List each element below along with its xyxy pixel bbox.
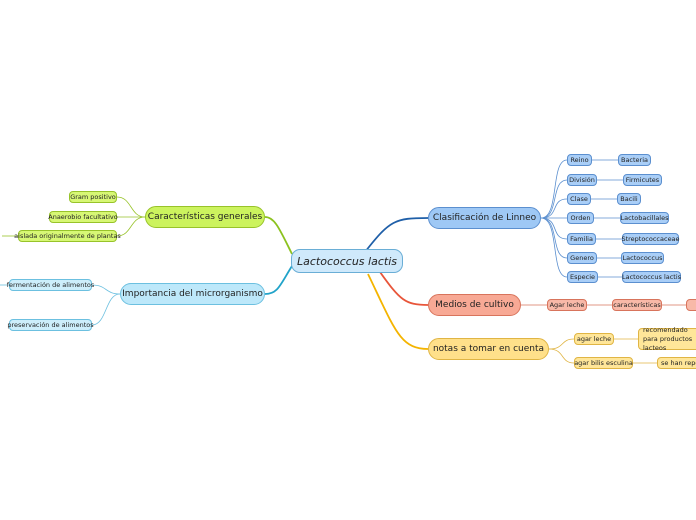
rank-clase[interactable]: Clase (567, 193, 591, 205)
topic-clasificacion-linneo[interactable]: Clasificación de Linneo (428, 207, 541, 229)
link-especie (540, 217, 568, 278)
link-gram (116, 196, 146, 218)
nota-agar-leche[interactable]: agar leche (574, 333, 614, 345)
medio-caracteristicas[interactable]: características (612, 299, 662, 311)
link-reino (540, 159, 568, 219)
rank-division[interactable]: División (567, 174, 597, 186)
caracteristica-aislada[interactable]: aislada originalmente de plantas (14, 230, 121, 242)
central-topic[interactable]: Lactococcus lactis (291, 249, 403, 273)
link-caracteristicas (264, 216, 293, 255)
topic-importancia[interactable]: Importancia del microrganismo (120, 283, 265, 305)
link-clase (540, 198, 568, 219)
link-preservacion (91, 293, 121, 326)
topic-notas[interactable]: notas a tomar en cuenta (428, 338, 549, 360)
caracteristica-gram-positivo[interactable]: Gram positivo (69, 191, 117, 203)
rank-orden[interactable]: Orden (567, 212, 594, 224)
importancia-fermentacion[interactable]: fermentación de alimentos (6, 279, 95, 291)
medio-next-partial[interactable] (686, 299, 696, 311)
rank-genero[interactable]: Genero (567, 252, 597, 264)
medio-agar-leche[interactable]: Agar leche (547, 299, 587, 311)
link-medios (379, 271, 429, 306)
rank-reino[interactable]: Reino (567, 154, 592, 166)
link-genero (540, 217, 568, 259)
link-aislada (116, 216, 146, 237)
value-bacili[interactable]: Bacili (617, 193, 641, 205)
value-bacteria[interactable]: Bacteria (618, 154, 651, 166)
nota-agar-bilis-esculina[interactable]: agar bilis esculina (574, 357, 633, 369)
rank-especie[interactable]: Especie (567, 271, 598, 283)
topic-caracteristicas-generales[interactable]: Características generales (145, 206, 265, 228)
link-importancia (264, 265, 293, 295)
link-fermentacion (91, 284, 121, 295)
link-notas (367, 273, 429, 350)
importancia-preservacion[interactable]: preservación de alimentos (7, 319, 94, 331)
value-lactococcus-lactis[interactable]: Lactococcus lactis (621, 271, 682, 283)
rank-familia[interactable]: Familia (567, 233, 596, 245)
topic-medios-cultivo[interactable]: Medios de cultivo (428, 294, 521, 316)
link-nota-1 (548, 338, 575, 350)
nota-se-han-repo[interactable]: se han repo (657, 357, 696, 369)
value-streptococcaceae[interactable]: Streptococcaceae (621, 233, 680, 245)
value-lactococcus[interactable]: Lactococcus (621, 252, 664, 264)
link-division (540, 179, 568, 219)
value-firmicutes[interactable]: Firmicutes (623, 174, 662, 186)
link-nota-2 (548, 348, 575, 364)
link-clasificacion (364, 217, 429, 253)
value-lactobacillales[interactable]: Lactobacillales (620, 212, 669, 224)
caracteristica-anaerobio[interactable]: Anaerobio facultativo (48, 211, 118, 223)
nota-recomendado[interactable]: recomendado para productos lacteos (638, 326, 696, 352)
